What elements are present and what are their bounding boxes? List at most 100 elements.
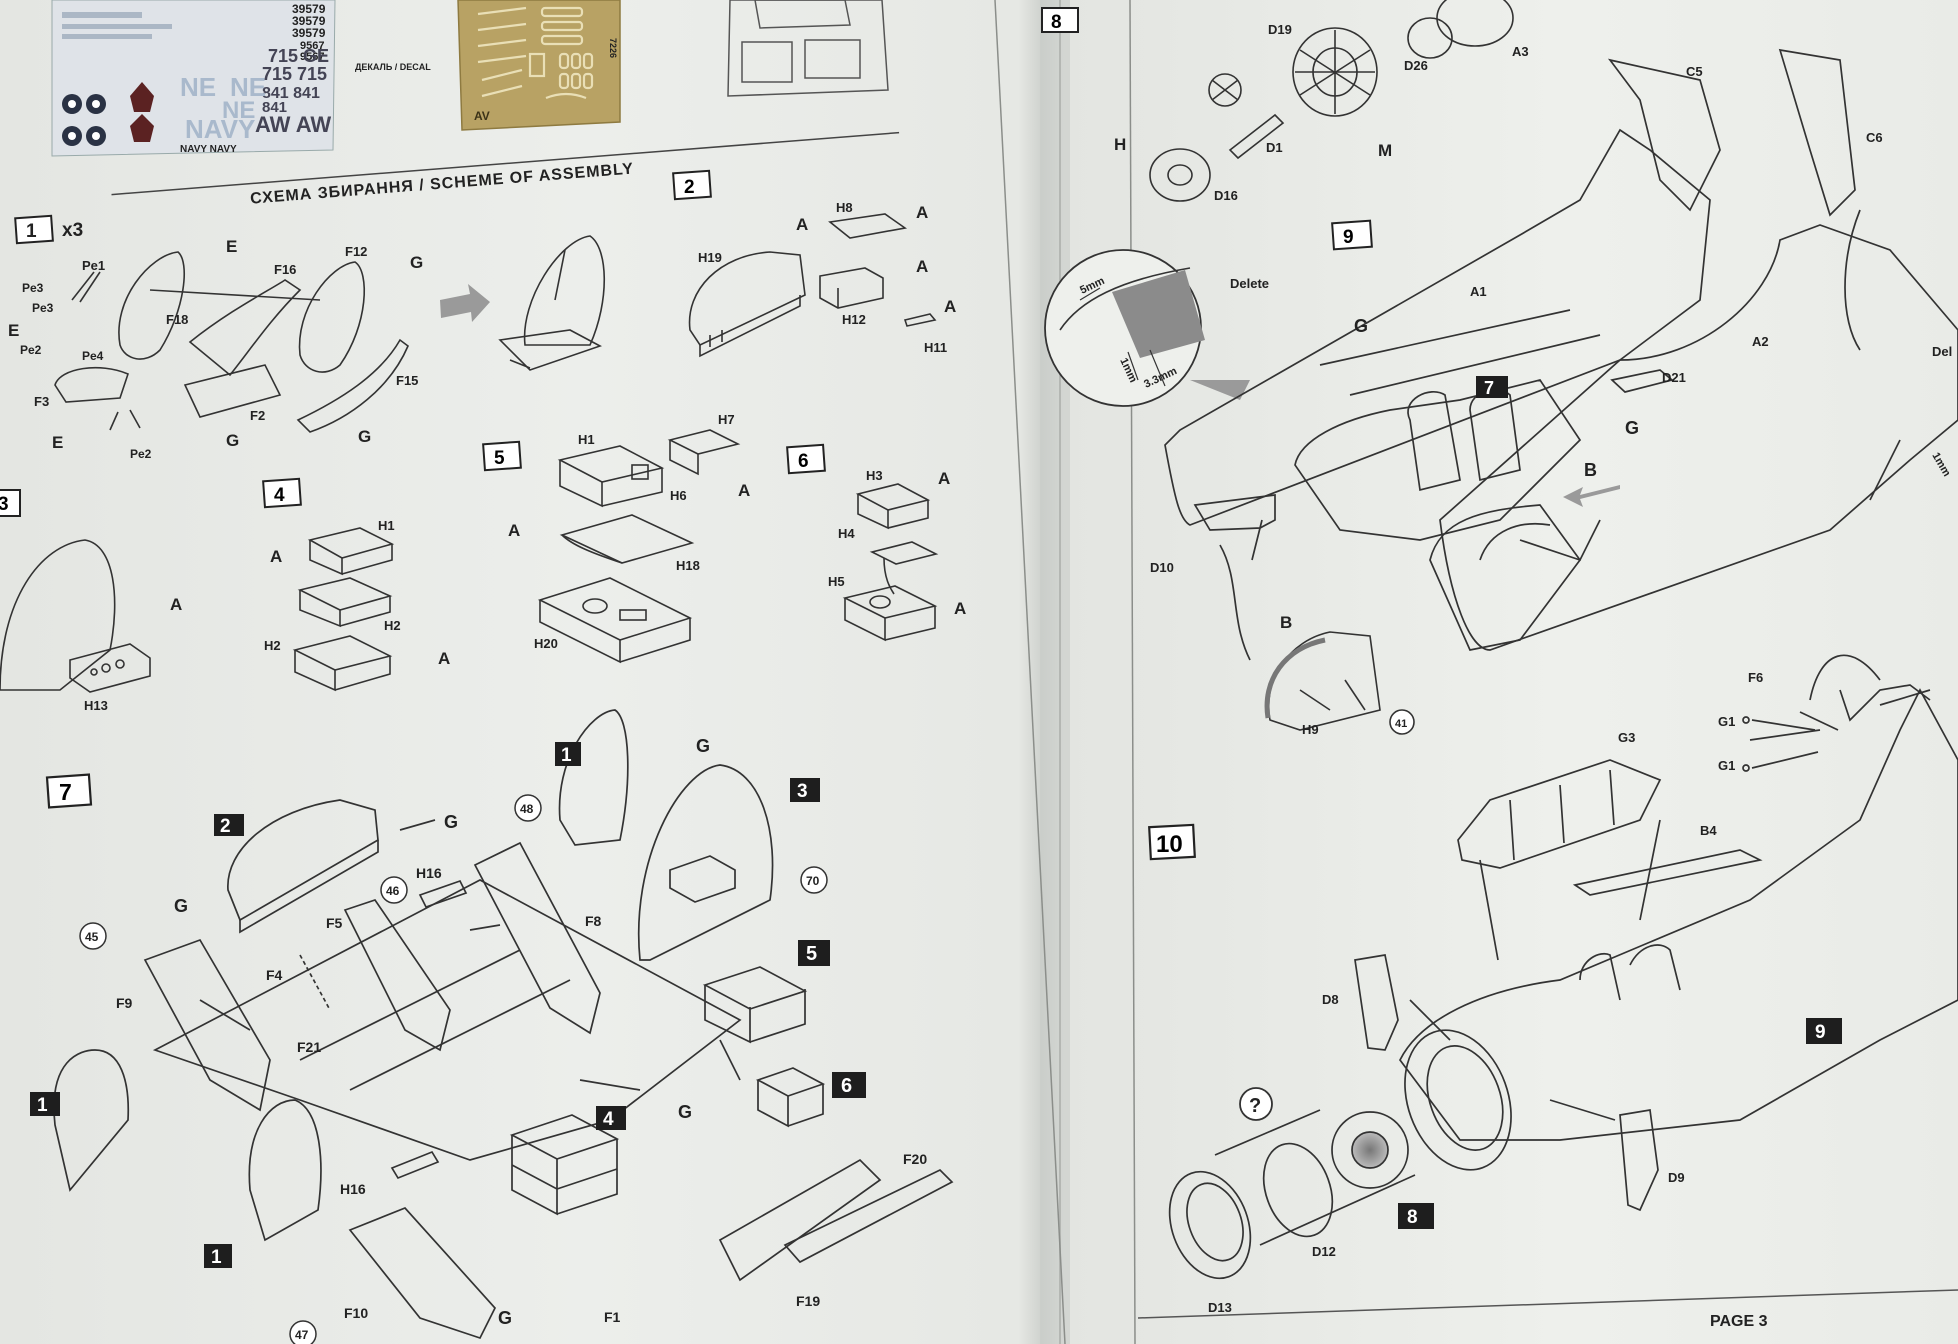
s9-label-c6: C6 xyxy=(1866,130,1883,145)
step-4: 4 H1 H2 H2 A A xyxy=(262,477,450,692)
s1-glue-e1: E xyxy=(226,237,237,256)
footer-rule xyxy=(1137,1289,1958,1319)
decal-code-3: 841 841 xyxy=(262,85,320,102)
s7-ref-2: 2 xyxy=(220,816,231,837)
step-7-number: 7 xyxy=(59,779,72,805)
decal-code-5: AW AW xyxy=(255,112,331,137)
s10-label-d12: D12 xyxy=(1312,1244,1336,1259)
right-page-border xyxy=(1129,0,1136,1344)
s10-label-f6: F6 xyxy=(1748,670,1763,685)
s8-label-a3: A3 xyxy=(1512,44,1529,59)
s1-label-pe3b: Pe3 xyxy=(32,301,54,315)
s10-ref-8: 8 xyxy=(1407,1207,1418,1228)
s9-label-a1: A1 xyxy=(1470,284,1487,299)
s7-ref-3: 3 xyxy=(797,781,808,802)
decal-serial-3: 39579 xyxy=(292,26,326,40)
decal-ne-3: NE xyxy=(222,97,255,124)
s7-label-h16b: H16 xyxy=(340,1181,366,1197)
decal-code-2: 715 715 xyxy=(262,64,327,84)
s4-label-h2a: H2 xyxy=(384,618,401,633)
step-1-number: 1 xyxy=(26,221,37,242)
s9-label-c5: C5 xyxy=(1686,64,1703,79)
s5-label-h6: H6 xyxy=(670,488,687,503)
photoetch-brand: AV xyxy=(474,109,490,123)
step-1-result-arrow xyxy=(440,284,490,322)
s9-detail-b-label: B xyxy=(1280,613,1292,632)
s1-label-f15: F15 xyxy=(396,373,418,388)
s7-label-f4: F4 xyxy=(266,967,283,983)
s7-ref-6: 6 xyxy=(841,1075,852,1097)
s7-callout-47: 47 xyxy=(295,1328,309,1342)
s2-label-h8: H8 xyxy=(836,200,853,215)
s7-label-h16a: H16 xyxy=(416,865,442,881)
step-6-number: 6 xyxy=(798,451,809,472)
s1-label-pe4: Pe4 xyxy=(82,349,104,363)
s6-glue-a1: A xyxy=(938,469,950,488)
s7-callout-45: 45 xyxy=(85,930,99,944)
step-2: 2 H19 H8 H12 H11 A A A A xyxy=(672,169,956,358)
s7-label-f8: F8 xyxy=(585,913,602,929)
s5-label-h20: H20 xyxy=(534,636,558,651)
s7-label-f21: F21 xyxy=(297,1039,321,1055)
s7-ref-1b: 1 xyxy=(37,1095,48,1116)
s7-label-f19: F19 xyxy=(796,1293,820,1309)
photoetch-fret: AV 7226 xyxy=(457,0,621,131)
s4-label-h2b: H2 xyxy=(264,638,281,653)
s7-glue-g1: G xyxy=(174,896,188,916)
s7-reference-badges xyxy=(30,742,866,1268)
step-4-number: 4 xyxy=(274,485,285,506)
s8-glue-m: M xyxy=(1378,141,1392,160)
photoetch-part-number: 7226 xyxy=(608,38,618,58)
s2-glue-a3: A xyxy=(916,257,928,276)
s10-question-circle xyxy=(1239,1087,1273,1121)
step-9: 9 5mm 1mm 3.3mm Delete xyxy=(1044,48,1958,737)
s4-glue-a1: A xyxy=(270,547,282,566)
s7-glue-g4: G xyxy=(678,1102,692,1122)
s7-label-f20: F20 xyxy=(903,1151,927,1167)
s9-glue-g2: G xyxy=(1625,418,1639,438)
s2-glue-a1: A xyxy=(796,215,808,234)
decal-navy: NAVY xyxy=(185,114,255,144)
step-3-number: 3 xyxy=(0,494,9,515)
s6-glue-a2: A xyxy=(954,599,966,618)
s2-glue-a2: A xyxy=(916,203,928,222)
step-7: 7 xyxy=(30,709,954,1344)
s7-ref-4: 4 xyxy=(603,1109,614,1130)
s10-question-mark: ? xyxy=(1249,1095,1261,1117)
s7-ref-1a: 1 xyxy=(561,745,572,766)
step-9-number: 9 xyxy=(1343,227,1354,248)
step-8: 8 D19 D26 A3 D1 D16 H M xyxy=(1041,0,1529,203)
s10-label-d8: D8 xyxy=(1322,992,1339,1007)
s9-label-a2: A2 xyxy=(1752,334,1769,349)
s10-ref-badge-9 xyxy=(1806,1018,1842,1044)
step-1-multiplier: x3 xyxy=(62,220,83,241)
decal-code-4: 841 xyxy=(262,99,287,116)
roundel-decals xyxy=(62,94,106,146)
s9-label-d21: D21 xyxy=(1662,370,1686,385)
s1-glue-g2: G xyxy=(226,431,239,450)
step-10: 10 xyxy=(1148,654,1958,1315)
s7-callout-48: 48 xyxy=(520,802,534,816)
s10-label-b4: B4 xyxy=(1700,823,1717,838)
s1-label-f16: F16 xyxy=(274,262,296,277)
s1-glue-g1: G xyxy=(410,253,423,272)
s4-glue-a2: A xyxy=(438,649,450,668)
header-title: СХЕМА ЗБИРАННЯ / SCHEME OF ASSEMBLY xyxy=(250,161,635,208)
left-page-border xyxy=(994,0,1066,1344)
s7-label-f1: F1 xyxy=(604,1309,621,1325)
s5-label-h18: H18 xyxy=(676,558,700,573)
s3-glue-a: A xyxy=(170,595,182,614)
decal-navy-bottom: NAVY NAVY xyxy=(180,144,237,155)
s9-arrow-label-b: B xyxy=(1584,460,1597,480)
binding-shadow xyxy=(1040,0,1070,1344)
s7-label-f9: F9 xyxy=(116,995,133,1011)
s7-glue-g5: G xyxy=(498,1308,512,1328)
s9-ref-badge xyxy=(1476,376,1508,398)
page-number: PAGE 3 xyxy=(1710,1313,1768,1330)
s9-fuselage xyxy=(1164,48,1958,661)
step-5: 5 H1 H7 H6 H18 H20 A A xyxy=(482,412,750,664)
s1-glue-e2: E xyxy=(8,321,19,340)
decal-ne-2: NE xyxy=(230,72,266,102)
s8-label-d19: D19 xyxy=(1268,22,1292,37)
s1-glue-g3: G xyxy=(358,427,371,446)
